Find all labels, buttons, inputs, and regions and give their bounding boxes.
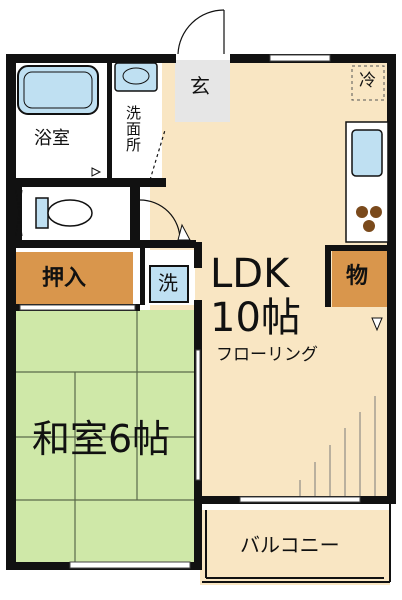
- windows: [19, 54, 361, 569]
- toilet-window: [15, 189, 23, 237]
- washroom-label: 洗 面 所: [126, 104, 142, 154]
- toilet-tank: [35, 197, 49, 229]
- tatami-seams: [12, 310, 197, 565]
- flooring-label: フローリング: [216, 345, 318, 365]
- stove-burner[interactable]: [356, 206, 368, 218]
- entrance-label: 玄: [190, 74, 210, 98]
- bathtub[interactable]: [17, 65, 99, 115]
- bath-door-marker: [91, 167, 102, 177]
- toilet-door: [139, 199, 181, 241]
- toilet-bowl[interactable]: [47, 199, 93, 227]
- entrance-door: [177, 9, 225, 55]
- washer-box[interactable]: [149, 265, 189, 303]
- washroom-door: [149, 129, 166, 181]
- balcony-rails: [202, 504, 391, 583]
- bathroom-label: 浴室: [34, 128, 70, 149]
- kitchen-sink[interactable]: [351, 129, 383, 177]
- refrigerator-space: [351, 65, 385, 101]
- entrance-floor: [175, 60, 230, 122]
- closet-fill: [15, 252, 133, 307]
- balcony-label: バルコニー: [240, 533, 340, 557]
- refrigerator-label: 冷: [359, 71, 376, 91]
- closet-label: 押入: [42, 266, 87, 291]
- ldk-size-label: 10帖: [210, 295, 301, 341]
- bathtub-inner: [23, 71, 93, 109]
- washitsu-label: 和室6帖: [32, 417, 171, 461]
- floor-hatch: [299, 396, 376, 500]
- stove-burner[interactable]: [363, 220, 375, 232]
- stove-burner[interactable]: [370, 206, 382, 218]
- basin-bowl: [122, 67, 150, 85]
- storage-label: 物: [346, 264, 369, 289]
- balcony-floor: [200, 510, 390, 585]
- washer-label: 洗: [158, 271, 178, 295]
- storage-marker: [371, 317, 383, 332]
- storage-fill: [332, 250, 388, 307]
- toilet-door-marker: [177, 223, 191, 241]
- ldk-name-label: LDK: [210, 251, 290, 297]
